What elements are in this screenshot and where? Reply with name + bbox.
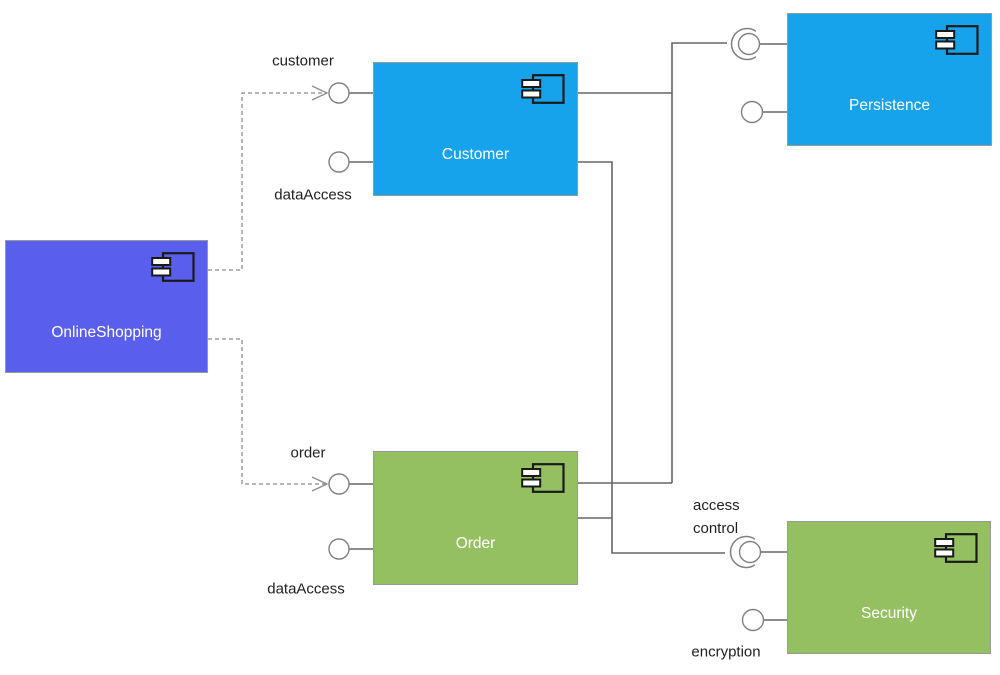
port-label-customer: customer — [272, 52, 334, 70]
component-label-security: Security — [861, 604, 917, 622]
edge-customer-to-security-socket — [578, 161, 725, 554]
component-label-customer: Customer — [441, 146, 510, 164]
ball-icon-customer-port — [328, 82, 350, 104]
edge-onlineshopping-to-customer — [208, 92, 326, 271]
socket-icon-security-accesscontrol — [729, 535, 756, 569]
component-persistence: Persistence — [787, 13, 992, 146]
ball-icon-order-port — [328, 473, 350, 495]
assembly-connectors — [578, 42, 727, 554]
port-label-access-control: access control — [693, 497, 740, 537]
dependency-connectors — [208, 85, 329, 492]
component-icon — [521, 463, 565, 493]
open-arrowhead-order-icon — [311, 476, 329, 492]
ball-icon-persistence-top — [737, 32, 761, 56]
ball-icon-security-accesscontrol — [738, 540, 762, 564]
component-icon — [934, 533, 978, 563]
component-label-persistence: Persistence — [849, 96, 930, 114]
ball-icon-security-encryption — [741, 608, 765, 632]
component-customer: Customer — [373, 62, 578, 196]
component-order: Order — [373, 451, 578, 585]
provided-interface-balls — [328, 32, 765, 632]
port-label-encryption: encryption — [691, 643, 761, 661]
edge-trunk-to-persistence-socket — [671, 42, 727, 483]
open-arrowhead-customer-icon — [311, 85, 329, 101]
required-interface-sockets — [729, 27, 757, 569]
port-label-order: order — [290, 444, 326, 462]
port-label-order-dataaccess: dataAccess — [267, 580, 345, 598]
ball-icon-persistence-bottom — [740, 100, 764, 124]
ball-icon-order-dataaccess — [328, 538, 350, 560]
ball-icon-customer-dataaccess — [328, 151, 350, 173]
edge-onlineshopping-to-order — [208, 338, 326, 485]
component-icon — [935, 25, 979, 55]
socket-icon-persistence — [730, 27, 757, 61]
component-security: Security — [787, 521, 991, 654]
component-icon — [521, 74, 565, 104]
port-label-customer-dataaccess: dataAccess — [274, 186, 352, 204]
interface-stubs — [349, 43, 787, 621]
component-icon — [151, 252, 195, 282]
component-label-onlineshopping: OnlineShopping — [51, 323, 162, 341]
component-label-order: Order — [455, 535, 496, 553]
component-onlineshopping: OnlineShopping — [5, 240, 208, 373]
